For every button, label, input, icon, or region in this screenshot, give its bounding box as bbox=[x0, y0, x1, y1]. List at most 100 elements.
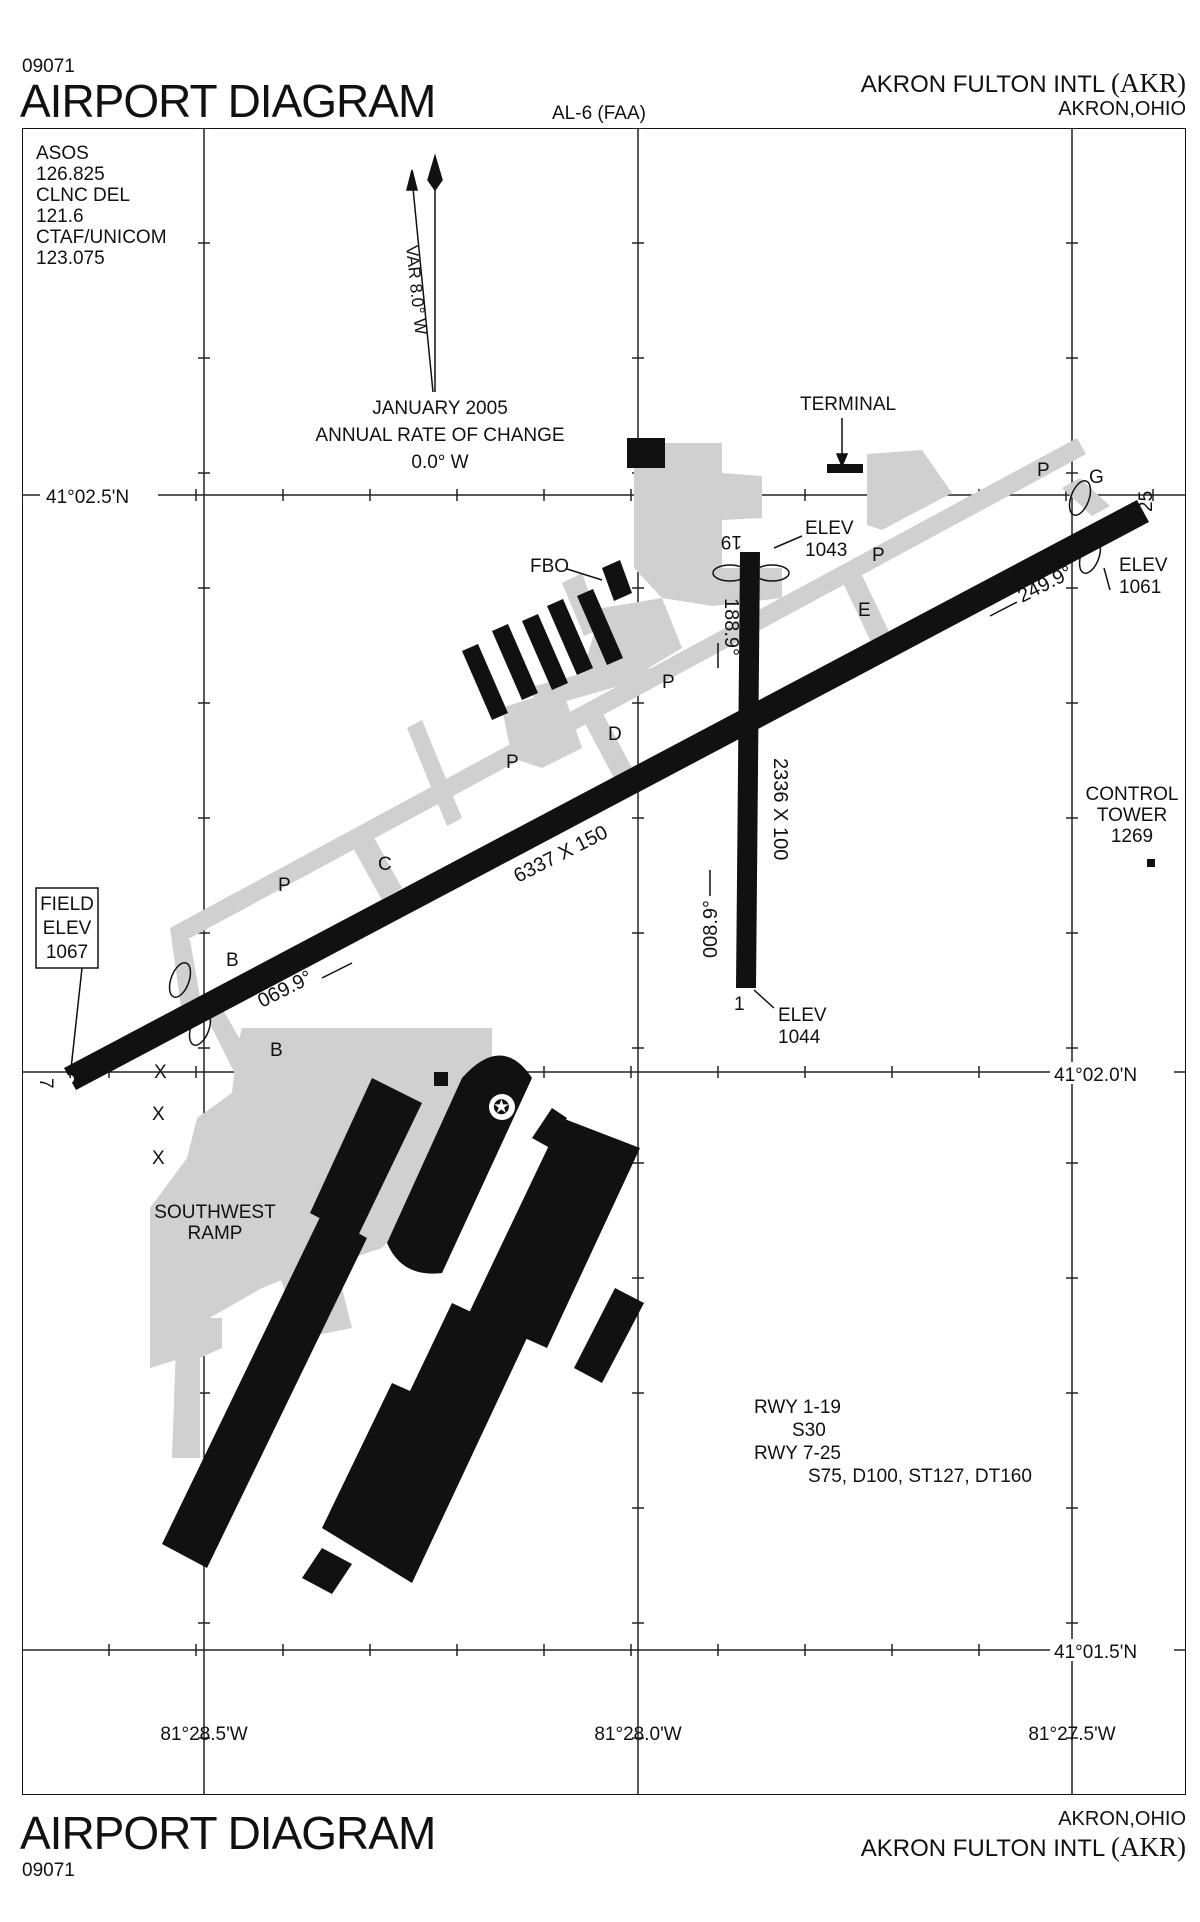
magnetic-variation-line bbox=[411, 177, 434, 393]
hold-mark-west-2 bbox=[188, 1010, 212, 1046]
runway-1-heading: 008.9° bbox=[700, 900, 722, 958]
hangar-long-2 bbox=[322, 1303, 527, 1583]
latitude-south: 41°01.5'N bbox=[1054, 1642, 1137, 1663]
building-sw-1 bbox=[310, 1078, 422, 1238]
hangar-bar-2 bbox=[492, 624, 538, 700]
fbo-label: FBO bbox=[530, 556, 569, 577]
terminal-label: TERMINAL bbox=[800, 394, 896, 415]
magnetic-north-arrows bbox=[406, 153, 443, 393]
runway-19-elev: 1043 bbox=[805, 540, 847, 561]
runway-25-number: 25 bbox=[1136, 491, 1157, 512]
true-north-arrowhead-icon bbox=[427, 153, 443, 192]
hangar-apron bbox=[502, 688, 582, 768]
runway-25-elev-label: ELEV bbox=[1119, 555, 1168, 576]
building-sw-4 bbox=[302, 1548, 352, 1594]
leader-lines bbox=[69, 418, 1111, 1079]
page-title: AIRPORT DIAGRAM bbox=[20, 75, 436, 127]
terminal-leader-arrow bbox=[835, 453, 849, 468]
taxiway-e bbox=[842, 571, 892, 648]
fbo-leader bbox=[566, 568, 603, 581]
runway-19-elev-label: ELEV bbox=[805, 518, 854, 539]
hangar-bar-1 bbox=[462, 644, 508, 720]
building-sw-3 bbox=[574, 1288, 644, 1383]
airport-name: AKRON FULTON INTL bbox=[860, 71, 1105, 98]
footer-airport-identifier: (AKR) bbox=[1111, 1832, 1186, 1862]
airport-identifier: (AKR) bbox=[1111, 68, 1186, 98]
strength-rwy-7-25-value: S75, D100, ST127, DT160 bbox=[808, 1466, 1032, 1487]
building-sw-2 bbox=[469, 1118, 640, 1348]
longitude-center: 81°28.0'W bbox=[594, 1724, 681, 1745]
control-tower-icon bbox=[1147, 859, 1155, 867]
field-elev-box bbox=[35, 887, 99, 969]
terminal-ramp bbox=[867, 450, 952, 530]
taxiway-label-c: C bbox=[378, 854, 392, 875]
taxiway-label-p-3: P bbox=[662, 672, 675, 693]
field-elev-leader bbox=[69, 967, 83, 1079]
lat-north-bg bbox=[40, 484, 158, 506]
footer-airport-name-text: AKRON FULTON INTL bbox=[860, 1835, 1105, 1862]
building-small bbox=[434, 1072, 448, 1086]
runway-25-heading-arrow bbox=[989, 601, 1018, 617]
taxiway-letters: P G P E P D P C P B B bbox=[226, 460, 1104, 1061]
freq-line-6: 123.075 bbox=[36, 248, 105, 269]
beacon-star-icon: ✪ bbox=[493, 1097, 510, 1119]
taxiway-label-b-2: B bbox=[270, 1040, 283, 1061]
fbo-building bbox=[602, 560, 632, 601]
freq-line-3: CLNC DEL bbox=[36, 185, 130, 206]
control-tower-line-1: CONTROL bbox=[1086, 784, 1179, 805]
longitude-west: 81°28.5'W bbox=[160, 1724, 247, 1745]
central-apron bbox=[634, 443, 782, 606]
footer-title: AIRPORT DIAGRAM bbox=[20, 1807, 436, 1859]
runway-7-number: 7 bbox=[35, 1078, 56, 1089]
taxiway-label-p-4: P bbox=[506, 752, 519, 773]
runway-1-19 bbox=[736, 552, 760, 988]
latitude-center: 41°02.0'N bbox=[1054, 1065, 1137, 1086]
runway-7-heading-arrow bbox=[321, 962, 353, 979]
taxiway-c bbox=[352, 834, 402, 900]
footer-airport-name: AKRON FULTON INTL (AKR) bbox=[861, 1832, 1186, 1863]
runway-19-number: 19 bbox=[721, 531, 742, 552]
taxiway-b-north bbox=[170, 928, 202, 1014]
magnetic-epoch: JANUARY 2005 bbox=[372, 398, 508, 419]
closed-x-1: X bbox=[152, 1148, 165, 1169]
hangar-bar-3 bbox=[522, 614, 568, 690]
taxiway-d bbox=[582, 708, 632, 778]
elev-1-leader bbox=[753, 989, 775, 1009]
airport-diagram-map: X X X ✪ bbox=[22, 128, 1186, 1795]
taxiway-label-e: E bbox=[858, 600, 871, 621]
field-elev-line-1: FIELD bbox=[40, 894, 94, 915]
hold-mark-19-2 bbox=[754, 564, 790, 582]
closed-markings: X X X bbox=[152, 1062, 167, 1169]
airport-name-header: AKRON FULTON INTL (AKR) bbox=[861, 68, 1186, 99]
hold-mark-east-1 bbox=[1068, 480, 1092, 516]
hangar-bar-5 bbox=[577, 589, 623, 665]
elev-19-leader bbox=[773, 535, 803, 549]
magnetic-arrowhead bbox=[406, 169, 418, 191]
magnetic-rate: 0.0° W bbox=[411, 452, 468, 473]
runway-1-number: 1 bbox=[734, 994, 745, 1015]
frequency-block: ASOS 126.825 CLNC DEL 121.6 CTAF/UNICOM … bbox=[36, 143, 167, 269]
taxiway-b-south bbox=[202, 1008, 262, 1088]
taxiway-label-g: G bbox=[1089, 467, 1104, 488]
taxiway-label-p-1: P bbox=[1037, 460, 1050, 481]
lat-center-bg bbox=[1050, 1062, 1174, 1084]
latitude-north: 41°02.5'N bbox=[46, 487, 129, 508]
runway-1-elev-label: ELEV bbox=[778, 1005, 827, 1026]
beacon-icon bbox=[489, 1094, 515, 1120]
hangar-long-1 bbox=[162, 1213, 367, 1568]
taxiway-label-d: D bbox=[608, 724, 622, 745]
closed-x-2: X bbox=[152, 1104, 165, 1125]
strength-rwy-1-19: RWY 1-19 bbox=[754, 1397, 841, 1418]
runway-7-25 bbox=[64, 500, 1149, 1090]
freq-line-2: 126.825 bbox=[36, 164, 105, 185]
magnetic-variation: VAR 8.0° W bbox=[402, 244, 430, 335]
chart-id: AL-6 (FAA) bbox=[552, 103, 646, 124]
taxiway-label-p-2: P bbox=[872, 545, 885, 566]
freq-line-1: ASOS bbox=[36, 143, 89, 164]
freq-line-5: CTAF/UNICOM bbox=[36, 227, 167, 248]
taxiway-stub bbox=[407, 720, 462, 826]
southwest-ramp-line-2: RAMP bbox=[188, 1223, 243, 1244]
magnetic-rate-label: ANNUAL RATE OF CHANGE bbox=[315, 425, 564, 446]
field-elev-point bbox=[66, 1075, 74, 1083]
hold-mark-19-1 bbox=[712, 564, 748, 582]
